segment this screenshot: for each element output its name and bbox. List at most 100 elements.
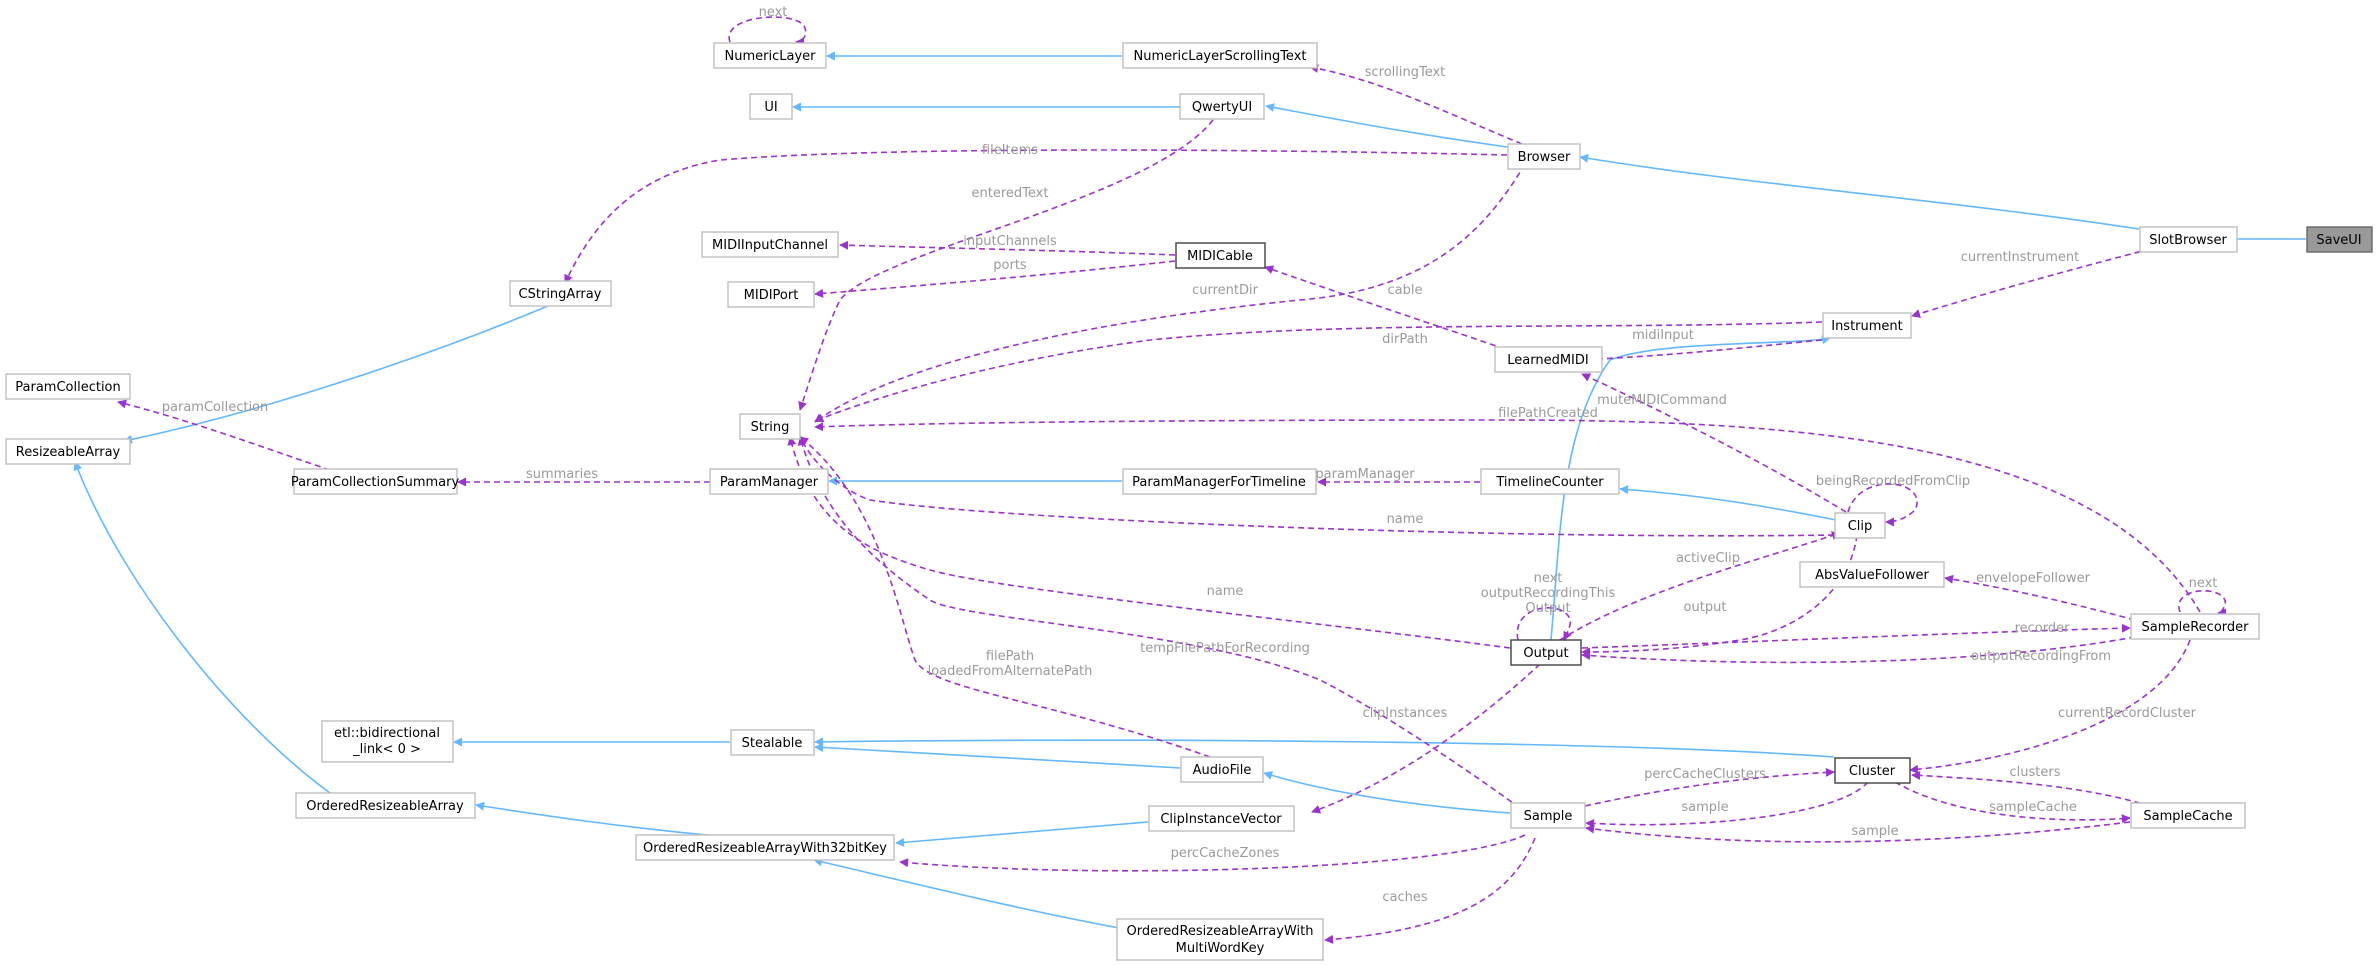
node-param-collection[interactable]: ParamCollection xyxy=(5,373,131,400)
svg-text:NumericLayer: NumericLayer xyxy=(725,49,817,64)
label-current-record-cluster: currentRecordCluster xyxy=(2058,706,2197,721)
svg-text:ParamManager: ParamManager xyxy=(720,475,819,490)
svg-text:MIDIInputChannel: MIDIInputChannel xyxy=(712,238,828,253)
svg-text:Cluster: Cluster xyxy=(1849,764,1896,779)
edge-learnedmidi-midicable xyxy=(1264,265,1506,350)
edge-cluster-samplecache xyxy=(1894,781,2131,824)
edge-output-self xyxy=(1516,607,1572,641)
label-param-collection: paramCollection xyxy=(162,400,269,415)
edge-clip-learnedmidi xyxy=(1581,373,1847,513)
label-being-recorded-from-clip: beingRecordedFromClip xyxy=(1816,474,1970,489)
node-learned-midi[interactable]: LearnedMIDI xyxy=(1494,346,1603,373)
edge-slotbrowser-browser xyxy=(1579,153,2140,230)
node-sample-cache[interactable]: SampleCache xyxy=(2130,802,2246,829)
label-current-dir: currentDir xyxy=(1192,283,1259,298)
node-string[interactable]: String xyxy=(739,413,801,440)
edge-browser-cstringarray xyxy=(564,149,1508,284)
svg-text:MIDICable: MIDICable xyxy=(1187,249,1253,264)
node-slot-browser[interactable]: SlotBrowser xyxy=(2139,226,2238,253)
label-ports: ports xyxy=(993,258,1027,273)
node-instrument[interactable]: Instrument xyxy=(1822,312,1912,339)
edge-midicable-midiinputchannel xyxy=(839,240,1176,256)
label-input-channels: inputChannels xyxy=(963,234,1057,249)
svg-text:OrderedResizeableArray: OrderedResizeableArray xyxy=(306,799,464,814)
node-sample-recorder[interactable]: SampleRecorder xyxy=(2130,613,2260,640)
node-timeline-counter[interactable]: TimelineCounter xyxy=(1480,468,1620,495)
label-name-clip: name xyxy=(1387,512,1424,527)
node-audio-file[interactable]: AudioFile xyxy=(1180,756,1264,783)
svg-text:ParamCollection: ParamCollection xyxy=(15,380,121,395)
svg-text:etl::bidirectional: etl::bidirectional xyxy=(334,726,440,741)
label-envelope-follower: envelopeFollower xyxy=(1976,571,2091,586)
svg-text:ResizeableArray: ResizeableArray xyxy=(16,445,121,460)
edge-output-clip xyxy=(1559,531,1841,641)
node-param-manager-for-timeline[interactable]: ParamManagerForTimeline xyxy=(1122,468,1317,495)
node-clip[interactable]: Clip xyxy=(1834,512,1886,539)
node-ordered-resizeable-array-multiword[interactable]: OrderedResizeableArrayWith MultiWordKey xyxy=(1116,918,1324,961)
svg-text:String: String xyxy=(751,420,790,435)
label-summaries: summaries xyxy=(526,467,598,482)
edge-clipinstancevector-orderedresizeable32 xyxy=(895,821,1149,847)
node-clip-instance-vector[interactable]: ClipInstanceVector xyxy=(1148,805,1295,832)
node-param-manager[interactable]: ParamManager xyxy=(709,468,829,495)
svg-text:TimelineCounter: TimelineCounter xyxy=(1495,475,1604,490)
edge-orderedresizeable-resizeablearray xyxy=(73,461,331,794)
label-file-path: filePath xyxy=(986,649,1034,664)
node-midi-cable[interactable]: MIDICable xyxy=(1175,242,1266,269)
edge-sample-orderedresizeable32 xyxy=(899,834,1526,872)
node-etl-bidirectional-link[interactable]: etl::bidirectional _link< 0 > xyxy=(321,720,454,763)
svg-text:ClipInstanceVector: ClipInstanceVector xyxy=(1160,812,1282,827)
node-ui[interactable]: UI xyxy=(749,93,793,120)
node-resizeable-array[interactable]: ResizeableArray xyxy=(5,438,131,465)
node-save-ui[interactable]: SaveUI xyxy=(2306,226,2373,253)
svg-text:Instrument: Instrument xyxy=(1831,319,1903,334)
node-numeric-layer[interactable]: NumericLayer xyxy=(713,42,827,69)
edge-orderedmulti-orderedresizeable32 xyxy=(813,857,1131,931)
edge-sample-audiofile xyxy=(1263,771,1511,814)
label-next-recorder: next xyxy=(2189,576,2218,591)
label-clusters: clusters xyxy=(2010,765,2061,780)
node-sample[interactable]: Sample xyxy=(1510,802,1586,829)
node-numeric-layer-scrolling-text[interactable]: NumericLayerScrollingText xyxy=(1122,42,1318,69)
edge-browser-string xyxy=(814,163,1526,423)
node-cstring-array[interactable]: CStringArray xyxy=(509,280,612,307)
label-param-manager: paramManager xyxy=(1315,467,1415,482)
label-clip-instances: clipInstances xyxy=(1363,706,1448,721)
edge-cluster-stealable xyxy=(814,737,1835,758)
svg-text:Clip: Clip xyxy=(1848,519,1873,534)
edge-instrument-learnedmidi xyxy=(1579,339,1823,365)
label-caches: caches xyxy=(1382,890,1427,905)
node-output[interactable]: Output xyxy=(1510,639,1582,666)
label-output: output xyxy=(1684,600,1727,615)
edge-clip-output xyxy=(1581,534,1858,657)
svg-text:ParamCollectionSummary: ParamCollectionSummary xyxy=(291,475,460,490)
node-ordered-resizeable-array[interactable]: OrderedResizeableArray xyxy=(295,792,476,819)
svg-text:SampleRecorder: SampleRecorder xyxy=(2141,620,2249,635)
svg-text:CStringArray: CStringArray xyxy=(519,287,602,302)
node-abs-value-follower[interactable]: AbsValueFollower xyxy=(1799,561,1945,588)
svg-text:AudioFile: AudioFile xyxy=(1193,763,1252,778)
edge-output-instrument xyxy=(1550,335,1831,641)
edge-paramcollectionsummary-paramcollection xyxy=(117,399,331,471)
node-midi-input-channel[interactable]: MIDIInputChannel xyxy=(701,231,839,258)
edge-output-string xyxy=(787,436,1511,649)
label-dir-path: dirPath xyxy=(1382,332,1428,347)
edge-numericlayer-self xyxy=(728,16,807,47)
node-midi-port[interactable]: MIDIPort xyxy=(727,281,815,308)
node-cluster[interactable]: Cluster xyxy=(1834,757,1911,784)
edge-browser-qwertyui xyxy=(1265,103,1508,148)
svg-text:Sample: Sample xyxy=(1524,809,1573,824)
label-name-output: name xyxy=(1207,584,1244,599)
label-next-numeric: next xyxy=(759,5,788,20)
node-ordered-resizeable-array-32bit[interactable]: OrderedResizeableArrayWith32bitKey xyxy=(635,834,895,861)
svg-text:Browser: Browser xyxy=(1518,150,1571,165)
node-qwerty-ui[interactable]: QwertyUI xyxy=(1179,93,1265,120)
node-stealable[interactable]: Stealable xyxy=(730,729,815,756)
svg-text:OrderedResizeableArrayWith: OrderedResizeableArrayWith xyxy=(1127,924,1314,939)
svg-text:UI: UI xyxy=(764,100,777,115)
label-midi-input: midiInput xyxy=(1632,328,1694,343)
node-param-collection-summary[interactable]: ParamCollectionSummary xyxy=(291,468,460,495)
edge-output-clipinstancevector xyxy=(1311,663,1541,814)
node-browser[interactable]: Browser xyxy=(1507,143,1581,170)
